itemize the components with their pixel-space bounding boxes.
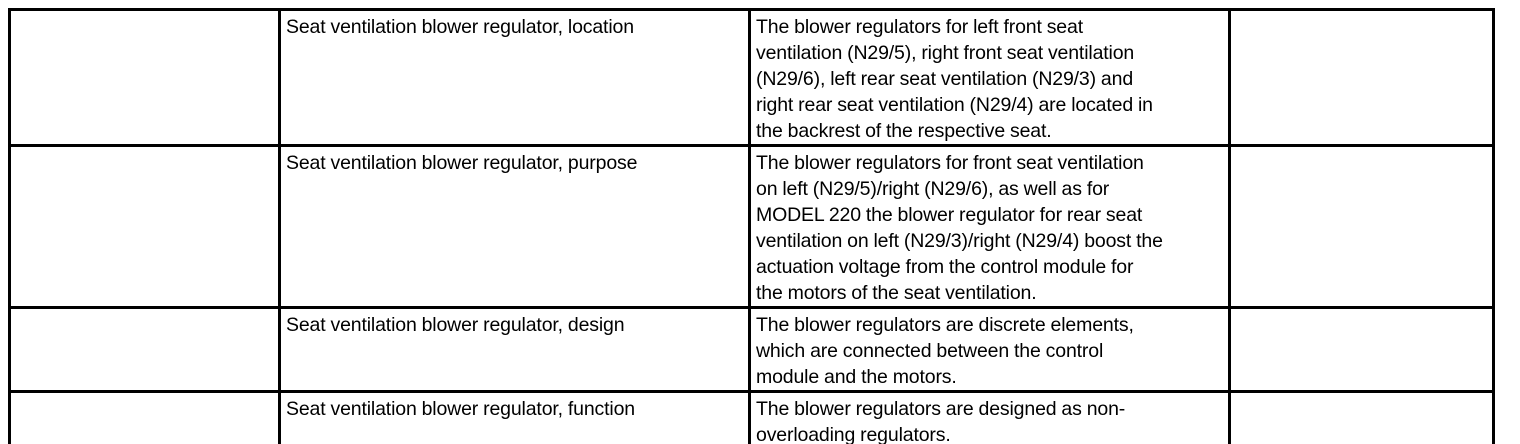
notes-text: [1231, 11, 1492, 14]
notes-text: [1231, 393, 1492, 396]
cell-index: [8, 144, 281, 309]
cell-term: Seat ventilation blower regulator, funct…: [278, 390, 751, 444]
cell-index: [8, 390, 281, 444]
table-row: Seat ventilation blower regulator, funct…: [8, 390, 1495, 444]
cell-description: The blower regulators are designed as no…: [748, 390, 1231, 444]
description-text: The blower regulators are designed as no…: [756, 398, 1126, 444]
index-text: [11, 393, 278, 396]
description-text: The blower regulators for front seat ven…: [756, 152, 1163, 304]
specification-table: Seat ventilation blower regulator, locat…: [8, 8, 1495, 444]
cell-term: Seat ventilation blower regulator, purpo…: [278, 144, 751, 309]
cell-notes: [1228, 144, 1495, 309]
cell-description: The blower regulators for front seat ven…: [748, 144, 1231, 309]
notes-text: [1231, 309, 1492, 312]
cell-index: [8, 306, 281, 393]
cell-index: [8, 8, 281, 147]
cell-description: The blower regulators are discrete eleme…: [748, 306, 1231, 393]
description-text: The blower regulators are discrete eleme…: [756, 314, 1134, 388]
cell-notes: [1228, 8, 1495, 147]
cell-notes: [1228, 306, 1495, 393]
term-text: Seat ventilation blower regulator, desig…: [286, 314, 625, 336]
notes-text: [1231, 147, 1492, 150]
table-row: Seat ventilation blower regulator, locat…: [8, 8, 1495, 147]
term-text: Seat ventilation blower regulator, funct…: [286, 398, 635, 420]
index-text: [11, 147, 278, 150]
table-row: Seat ventilation blower regulator, desig…: [8, 306, 1495, 393]
cell-term: Seat ventilation blower regulator, desig…: [278, 306, 751, 393]
cell-notes: [1228, 390, 1495, 444]
cell-term: Seat ventilation blower regulator, locat…: [278, 8, 751, 147]
index-text: [11, 309, 278, 312]
description-text: The blower regulators for left front sea…: [756, 16, 1153, 142]
table-body: Seat ventilation blower regulator, locat…: [8, 8, 1495, 444]
term-text: Seat ventilation blower regulator, locat…: [286, 16, 634, 38]
table-row: Seat ventilation blower regulator, purpo…: [8, 144, 1495, 309]
cell-description: The blower regulators for left front sea…: [748, 8, 1231, 147]
term-text: Seat ventilation blower regulator, purpo…: [286, 152, 638, 174]
index-text: [11, 11, 278, 14]
